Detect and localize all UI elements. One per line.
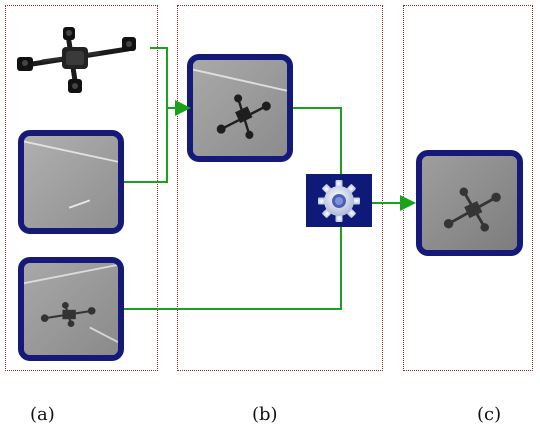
caption-b: (b) (252, 404, 278, 425)
panel-a (5, 5, 158, 371)
scene-with-drone-frame (18, 257, 124, 361)
panel-b (177, 5, 383, 371)
composite-frame (187, 54, 293, 162)
background-frame (18, 130, 124, 234)
drone-3d-model (8, 27, 144, 97)
output-frame (416, 150, 523, 256)
panel-c (403, 5, 533, 371)
caption-a: (a) (30, 404, 55, 425)
caption-c: (c) (477, 404, 502, 425)
processing-box (306, 174, 372, 227)
gear-icon (318, 180, 360, 222)
